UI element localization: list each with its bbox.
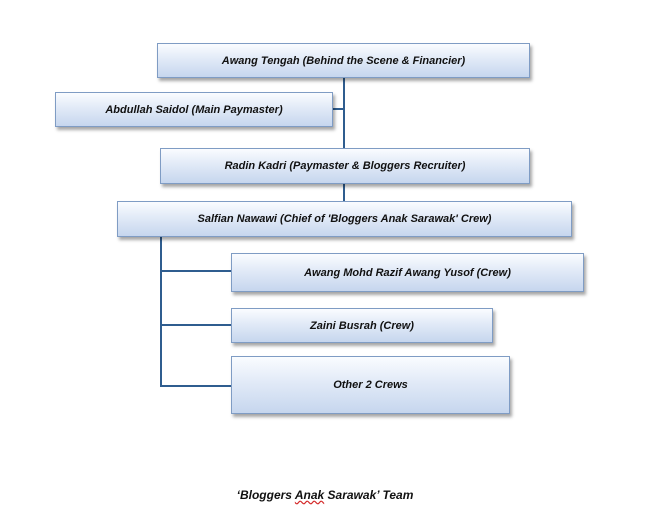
diagram-caption: ‘Bloggers Anak Sarawak’ Team: [0, 488, 650, 502]
connector-zaini: [160, 324, 231, 326]
connector-trunk-mid: [343, 184, 345, 201]
node-label: Other 2 Crews: [333, 379, 408, 391]
connector-trunk-upper: [343, 78, 345, 148]
node-abdullah-saidol: Abdullah Saidol (Main Paymaster): [55, 92, 333, 127]
node-label: Salfian Nawawi (Chief of 'Bloggers Anak …: [197, 213, 492, 225]
node-label: Awang Mohd Razif Awang Yusof (Crew): [304, 266, 511, 279]
caption-part-1: ‘Bloggers: [236, 488, 295, 502]
node-label: Awang Tengah (Behind the Scene & Financi…: [221, 54, 466, 67]
node-awang-tengah: Awang Tengah (Behind the Scene & Financi…: [157, 43, 530, 78]
node-label: Radin Kadri (Paymaster & Bloggers Recrui…: [224, 160, 466, 172]
node-awang-mohd-razif: Awang Mohd Razif Awang Yusof (Crew): [231, 253, 584, 292]
caption-part-3: Sarawak’ Team: [324, 488, 414, 502]
node-label: Abdullah Saidol (Main Paymaster): [105, 103, 283, 116]
connector-crew-vertical: [160, 237, 162, 387]
connector-abdullah: [333, 108, 344, 110]
node-other-crews: Other 2 Crews: [231, 356, 510, 414]
node-radin-kadri: Radin Kadri (Paymaster & Bloggers Recrui…: [160, 148, 530, 184]
node-zaini-busrah: Zaini Busrah (Crew): [231, 308, 493, 343]
node-label: Zaini Busrah (Crew): [310, 319, 414, 332]
caption-part-2: Anak: [294, 488, 325, 502]
node-salfian-nawawi: Salfian Nawawi (Chief of 'Bloggers Anak …: [117, 201, 572, 237]
connector-other-crews: [160, 385, 231, 387]
connector-razif: [160, 270, 231, 272]
